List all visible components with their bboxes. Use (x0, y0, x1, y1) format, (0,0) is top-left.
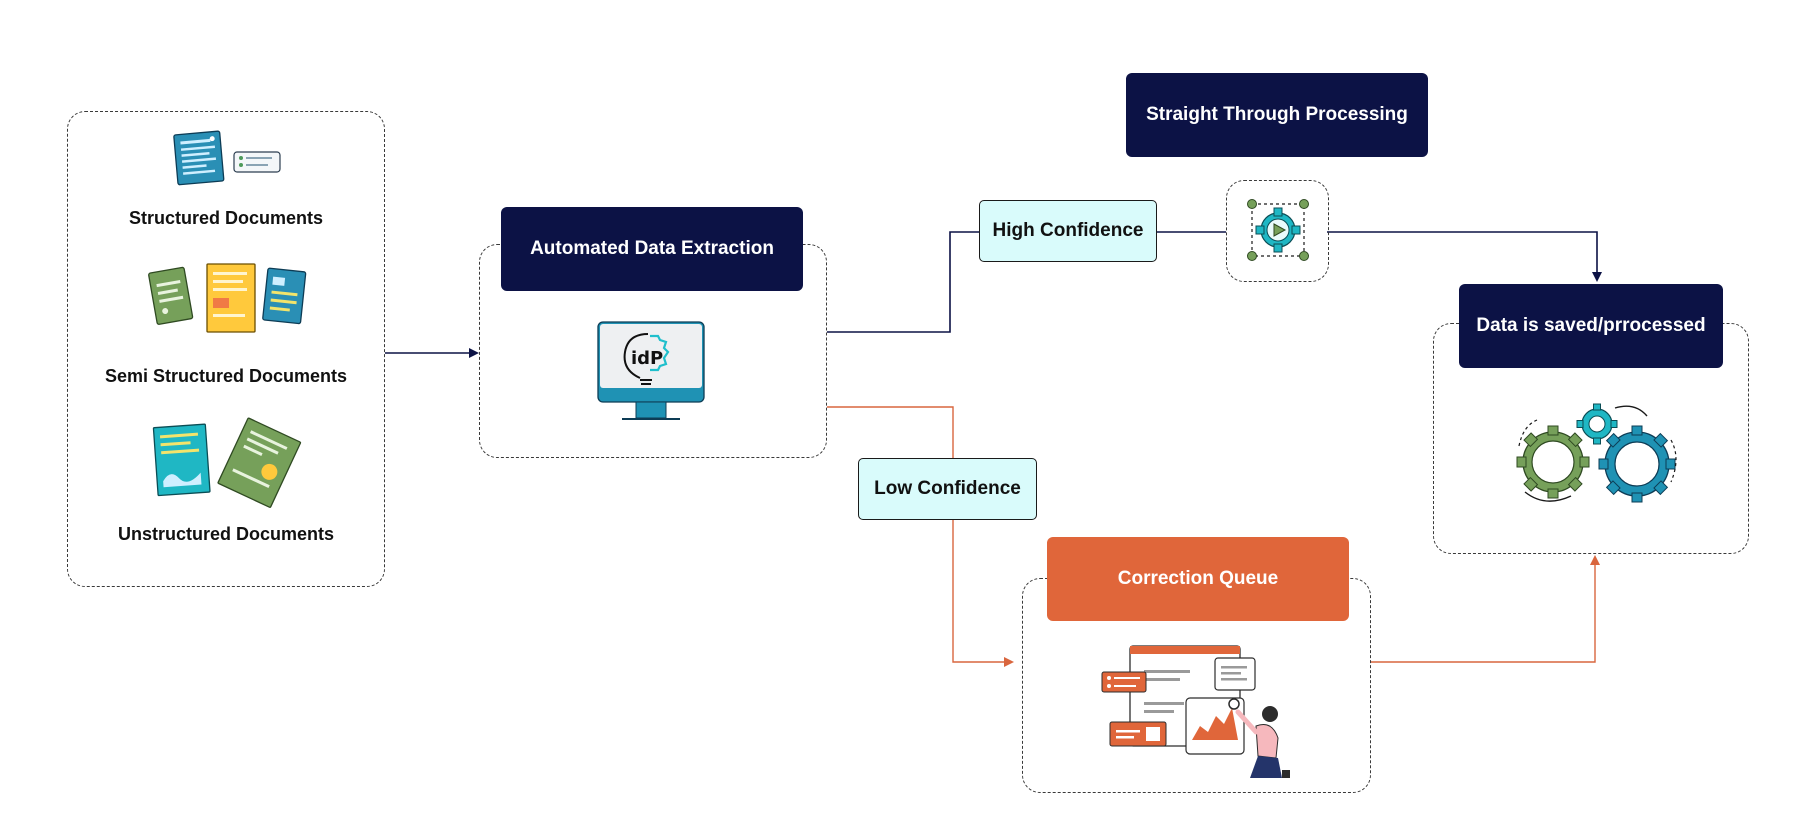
structured-documents-icon (173, 130, 281, 186)
line-extraction-to-high-confidence (827, 231, 979, 333)
document-sources-panel (67, 111, 385, 587)
high-confidence-box: High Confidence (979, 200, 1157, 262)
data-saved-processed-title: Data is saved/prrocessed (1459, 284, 1723, 368)
unstructured-documents-label: Unstructured Documents (117, 524, 335, 544)
stp-icon-frame (1226, 180, 1329, 282)
idp-monitor-icon: idP (597, 321, 705, 420)
straight-through-processing-title: Straight Through Processing (1126, 73, 1428, 157)
low-confidence-box: Low Confidence (858, 458, 1037, 520)
idp-logo-text: idP (631, 348, 663, 369)
processing-gears-icon (1516, 403, 1677, 503)
semi-structured-documents-label: Semi Structured Documents (104, 366, 348, 386)
line-extraction-to-low-confidence (827, 406, 954, 458)
arrow-stp-to-output (1327, 231, 1602, 282)
semi-structured-documents-icon (148, 263, 307, 333)
automated-data-extraction-title: Automated Data Extraction (501, 207, 803, 291)
structured-documents-label: Structured Documents (128, 208, 324, 228)
correction-queue-title: Correction Queue (1047, 537, 1349, 621)
unstructured-documents-icon (152, 417, 302, 508)
arrow-correction-to-output (1371, 555, 1600, 663)
arrow-low-confidence-to-correction (952, 520, 1014, 667)
review-dashboard-icon (1101, 645, 1290, 778)
automation-gear-icon (1247, 199, 1309, 261)
